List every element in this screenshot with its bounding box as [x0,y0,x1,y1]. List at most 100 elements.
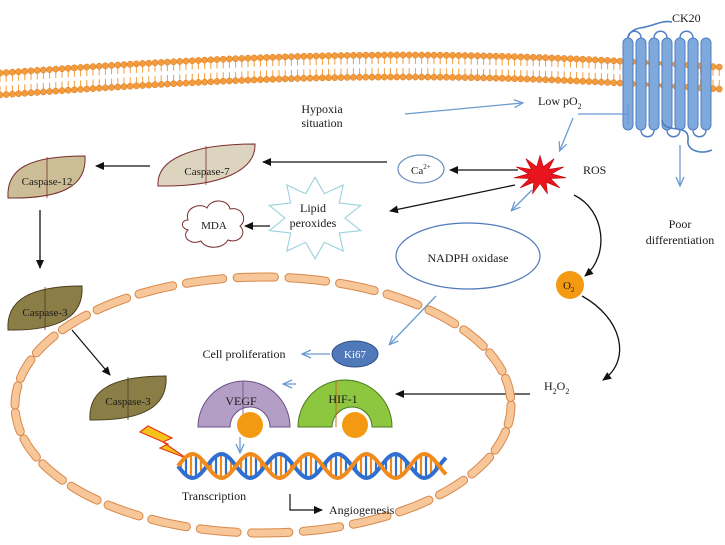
lipid-head [486,74,494,82]
caspase7-label: Caspase-7 [184,166,230,178]
lipid-head [492,74,500,82]
po2-to-ros-arrow [560,117,574,150]
lipid-head [449,51,456,59]
lipid-head [269,75,277,83]
nucleus-segment-fill [502,374,515,401]
ros-to-lipid-arrow [389,184,516,214]
lipid-head [40,88,47,96]
nucleus-segment-fill [460,326,487,350]
lipid-head [219,55,227,63]
nucleus-segment-fill [248,528,293,537]
lipid-head [350,73,357,81]
angiogenesis-arrow [289,494,323,514]
nucleus-segment-fill [285,274,330,285]
lipid-head [350,51,357,59]
caspase3-inner-label: Caspase-3 [105,396,151,408]
lipid-head [560,55,568,62]
lipid-head [467,52,475,59]
ck20-loop [666,129,681,138]
lipid-head [83,85,91,93]
lipid-head [498,74,506,82]
nucleus-segment-fill [486,349,506,375]
lipid-head [157,59,165,66]
ck20-helix [635,37,647,131]
lipid-head [381,51,388,59]
lipid-head [213,56,221,63]
lipid-head [102,84,109,92]
low-po2-label: Low pO2 [538,94,582,111]
lipid-head [52,65,60,73]
lipid-head [604,79,611,86]
lipid-head [201,78,208,86]
lipid-head [567,55,574,63]
lipid-head [616,79,624,87]
ck20-label: CK20 [672,11,701,25]
ki67-label: Ki67 [344,349,367,361]
ck20-helix [648,37,660,131]
lipid-head [95,84,103,92]
lipid-head [244,76,252,84]
nucleus-segment-fill [491,428,510,454]
lipid-head [33,67,41,74]
o2-to-h2o2-arrow [581,295,621,381]
ck20-loop [679,30,694,39]
nadph-oxidase-ellipse [395,222,541,290]
lipid-head [579,55,587,63]
lipid-head [548,54,556,62]
nucleus-segment-fill [67,482,101,504]
lipid-head [83,63,91,71]
lipid-head [430,73,438,81]
lipid-head [226,77,233,85]
lipid-head [455,74,463,81]
lipid-head [288,53,295,61]
nucleus-segment-fill [196,525,241,536]
nucleus-segment-fill [436,476,468,499]
hypoxia-arrow [404,103,522,115]
lipid-head [257,54,264,62]
lipid-head [443,51,450,59]
lipid-head [467,74,475,81]
lipid-head [474,74,481,82]
lipid-head [77,86,84,93]
o2-label: O2 [563,280,575,294]
mda-label: MDA [201,220,227,232]
nadph-label: NADPH oxidase [428,251,509,265]
nucleus-segment-fill [16,356,35,382]
lipid-head [176,58,184,65]
lipid-head [15,90,22,98]
lipid-head [164,80,171,88]
lipid-head [120,61,128,68]
lipid-head [579,77,587,85]
lipid-head [598,56,605,64]
lipid-head [412,51,419,59]
lipid-head [536,54,543,61]
lipid-head [585,78,593,85]
lipid-head [337,74,345,81]
lipid-head [114,83,122,91]
o2-circle [556,271,584,299]
lipid-head [126,82,134,90]
lipid-head [362,73,370,81]
nucleus-segment-fill [395,496,433,516]
ck20-loop [627,30,642,39]
lipid-head [319,74,326,82]
lipid-head [374,73,382,81]
lipid-head [139,60,146,67]
ros-to-o2-arrow [573,194,602,277]
lipid-head [288,75,295,83]
nucleus-segment-fill [58,311,90,334]
lipid-head [232,55,239,63]
lipid-head [275,53,283,61]
lipid-head [418,51,425,59]
lipid-head [405,51,413,59]
cell-proliferation-label: Cell proliferation [203,347,286,361]
lipid-head [64,86,72,94]
lipid-head [517,53,525,61]
lipid-head [337,52,345,59]
lipid-head [474,52,481,60]
nucleus-segment-fill [299,523,344,535]
nucleus-segment-fill [349,512,391,528]
lipid-head [517,75,525,83]
lipid-head [368,51,376,59]
lipid-head [126,60,134,68]
